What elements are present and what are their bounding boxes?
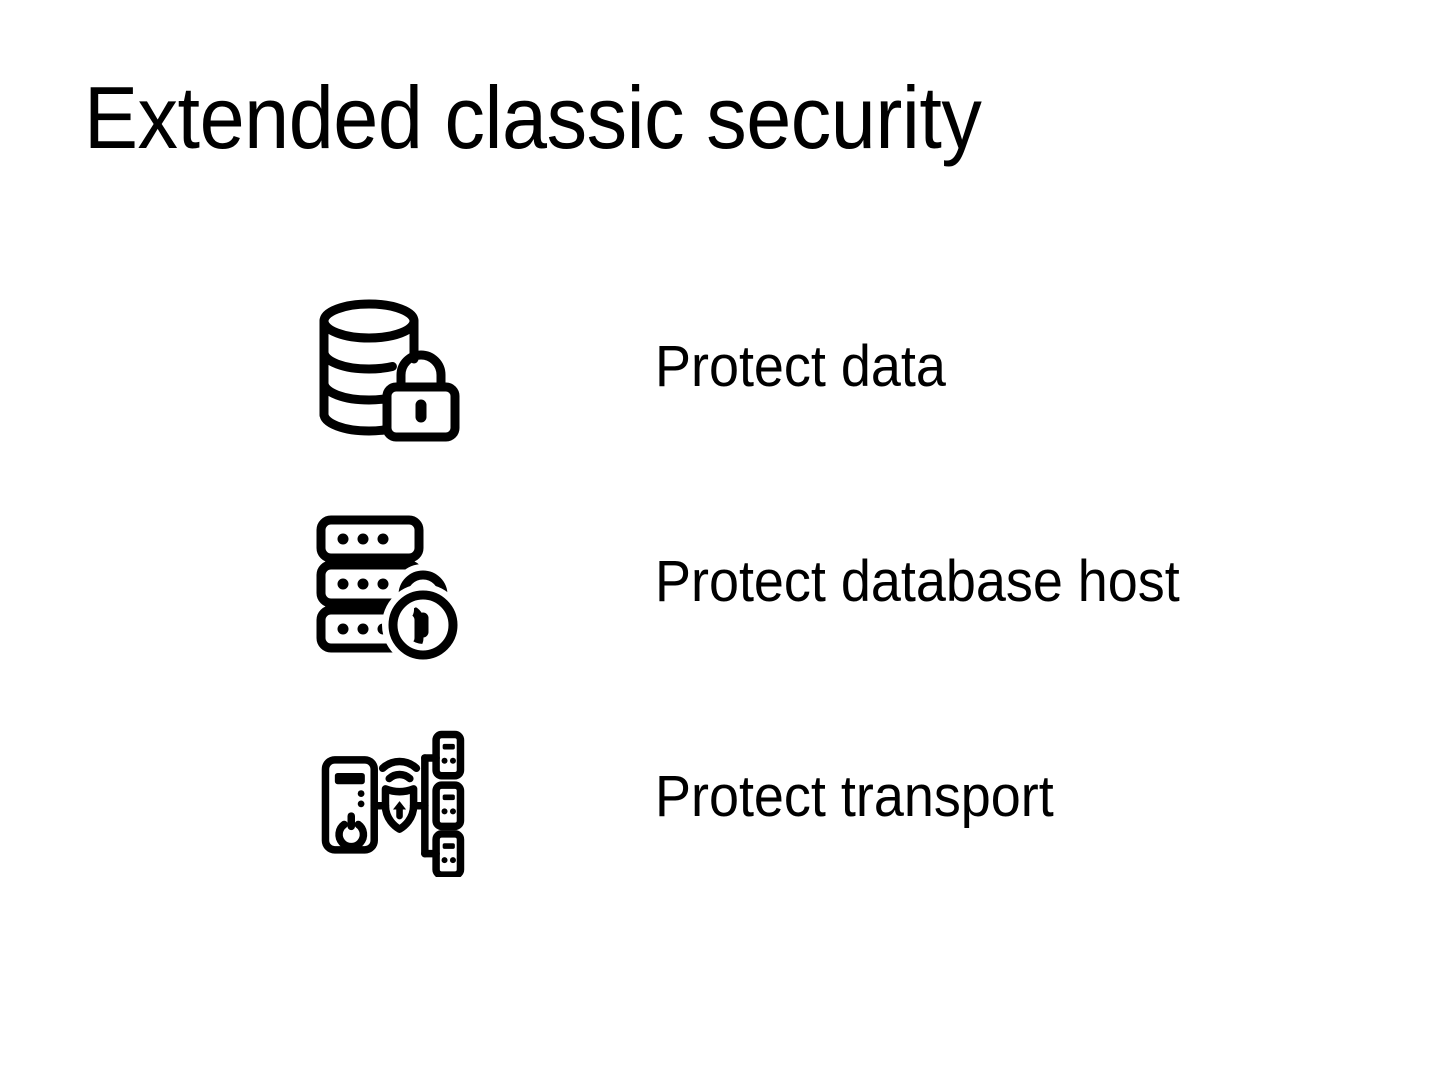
list-item: Protect data — [0, 275, 1440, 490]
bullet-list: Protect data — [0, 275, 1440, 920]
list-item-label: Protect transport — [655, 764, 1054, 829]
list-item: Protect transport — [0, 705, 1440, 920]
list-item-label: Protect database host — [655, 549, 1180, 614]
list-item: Protect database host — [0, 490, 1440, 705]
network-shield-transport-icon — [315, 727, 470, 877]
page-title: Extended classic security — [84, 68, 982, 167]
list-item-label: Protect data — [655, 334, 946, 399]
server-rack-lock-icon — [315, 512, 470, 662]
database-lock-icon — [315, 297, 470, 447]
